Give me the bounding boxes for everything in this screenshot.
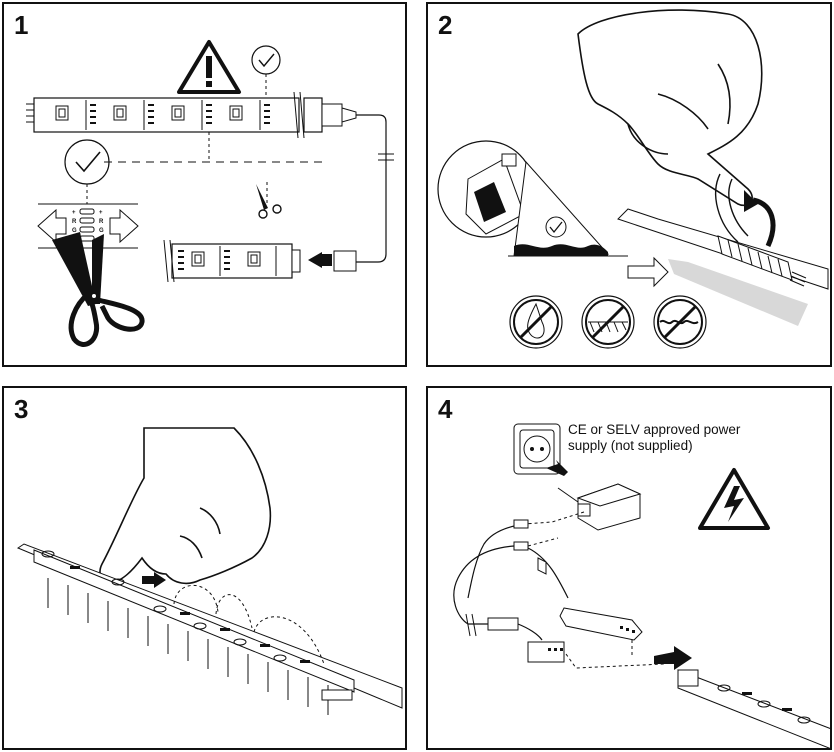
led-strip-lower [163, 239, 357, 283]
step-4-illustration [453, 423, 830, 748]
scissors-icon [256, 182, 282, 219]
step-2-illustration [437, 9, 829, 349]
step-1-panel: 1 [2, 2, 407, 367]
hand-icon [99, 427, 272, 585]
power-supply-note: CE or SELV approved power supply (not su… [568, 422, 788, 454]
step-4-panel: 4 CE or SELV approved power supply (not … [426, 386, 832, 750]
no-wet-surface-icon [653, 295, 707, 349]
led-strip [33, 549, 355, 701]
electric-hazard-icon [698, 468, 770, 530]
svg-text:+: + [99, 210, 103, 216]
led-strip-upper [26, 91, 394, 263]
svg-text:R: R [72, 219, 77, 225]
note-line-1: CE or SELV approved power [568, 422, 741, 437]
check-icon [251, 45, 281, 75]
no-rough-surface-icon [581, 295, 635, 349]
check-icon [64, 139, 110, 185]
led-strip [677, 669, 830, 748]
warning-icon [177, 40, 241, 94]
power-adapter-icon [557, 483, 642, 531]
step-number: 3 [14, 394, 29, 424]
spray-bottle-icon [437, 140, 535, 238]
svg-text:R: R [99, 219, 104, 225]
svg-text:+: + [72, 210, 76, 216]
no-water-icon [509, 295, 563, 349]
hand-icon [577, 9, 763, 207]
note-line-2: supply (not supplied) [568, 438, 693, 453]
step-number: 1 [14, 10, 29, 40]
step-3-illustration [16, 427, 403, 715]
wall-outlet-icon [513, 423, 561, 475]
led-strip [717, 235, 807, 287]
step-1-illustration: +RGB +RGB [26, 40, 394, 347]
step-number: 4 [438, 394, 453, 424]
check-icon [545, 216, 567, 238]
scissors-icon [52, 232, 145, 347]
svg-text:G: G [72, 228, 77, 234]
step-3-panel: 3 [2, 386, 407, 750]
step-number: 2 [438, 10, 453, 40]
svg-text:G: G [99, 228, 104, 234]
controller-icon [559, 607, 643, 641]
step-2-panel: 2 [426, 2, 832, 367]
